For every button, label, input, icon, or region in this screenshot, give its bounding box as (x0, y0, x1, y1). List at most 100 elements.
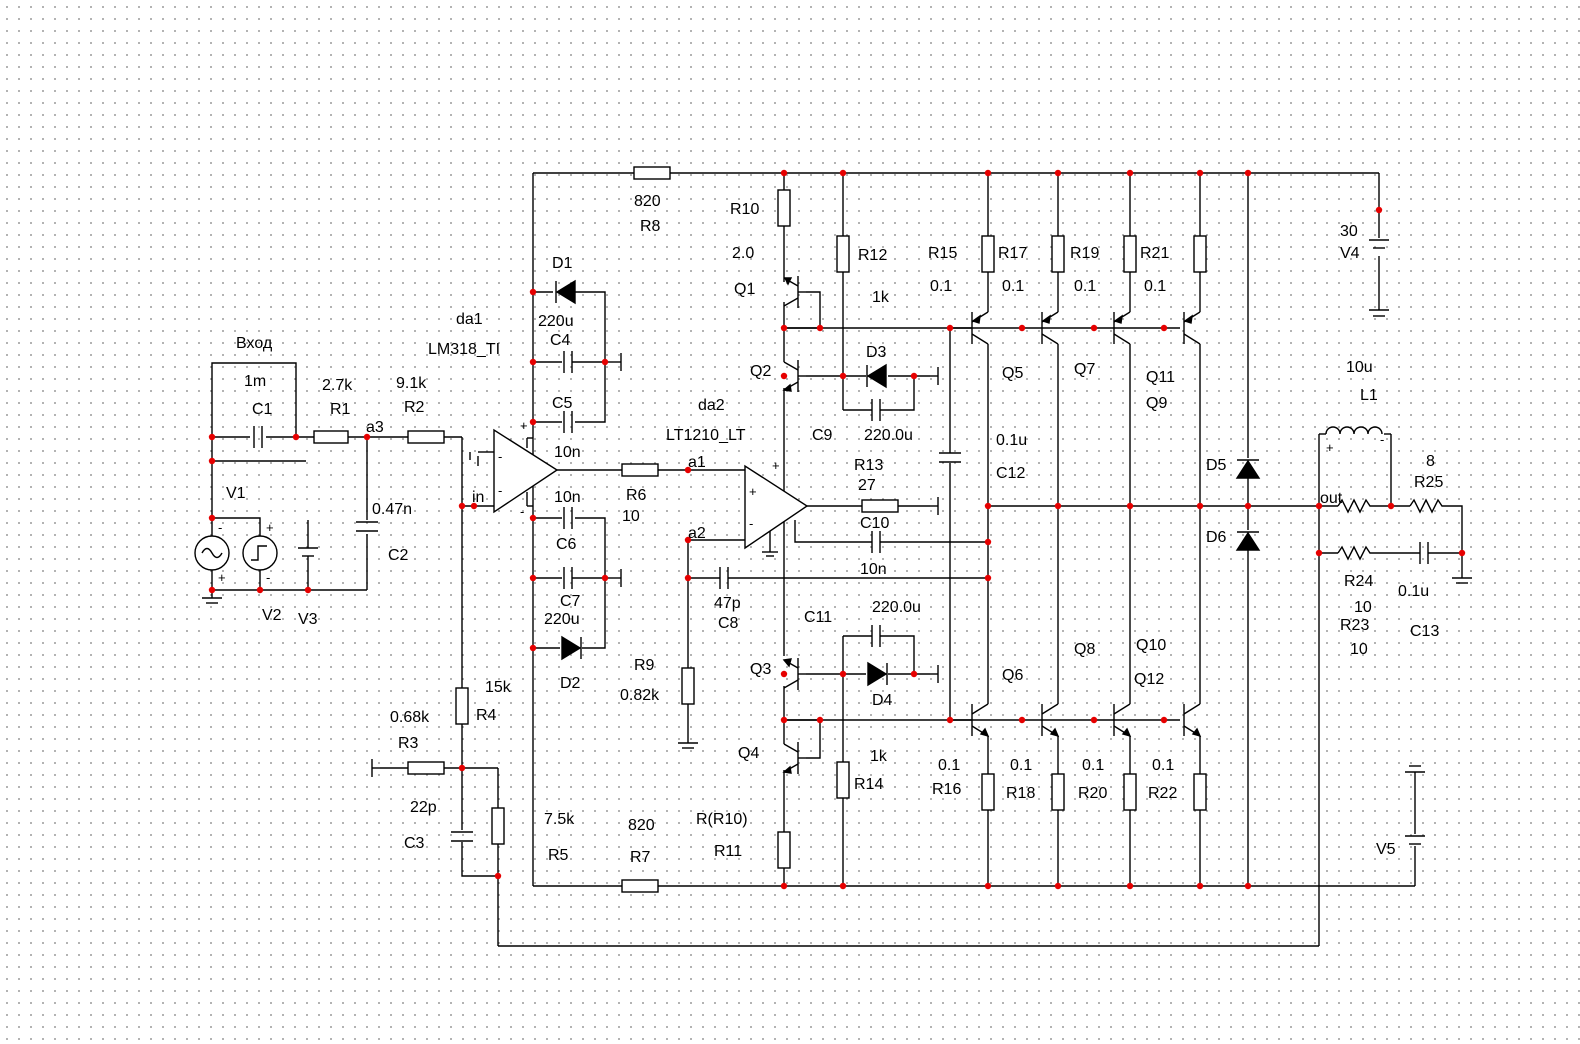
transistor-q11[interactable] (1183, 311, 1201, 345)
junction-node (839, 670, 847, 678)
resistor-r3[interactable] (407, 761, 445, 775)
dc-source-v4-icon[interactable] (1369, 239, 1389, 249)
capacitor-c5[interactable] (563, 411, 573, 433)
transistor-q2[interactable] (782, 360, 806, 392)
capacitor-c4[interactable] (563, 351, 573, 373)
pulse-source-v2-icon[interactable] (242, 535, 278, 571)
ac-source-v1-icon[interactable] (194, 535, 230, 571)
opamp-da2[interactable]: + - (744, 464, 809, 557)
resistor-r15[interactable] (981, 235, 995, 273)
net-out-label: out (1320, 490, 1343, 507)
transistor-q12[interactable] (1183, 703, 1202, 738)
d4-label: D4 (872, 692, 893, 709)
diode-d1[interactable] (555, 279, 576, 305)
c5-value: 10n (554, 444, 581, 461)
resistor-r10[interactable] (777, 189, 791, 227)
capacitor-c7[interactable] (563, 567, 573, 589)
resistor-r20[interactable] (1123, 773, 1137, 811)
wire-network (211, 172, 1463, 947)
q2-label: Q2 (750, 363, 771, 380)
resistor-r13[interactable] (861, 499, 899, 513)
resistor-r14[interactable] (836, 761, 850, 799)
diode-d4[interactable] (867, 661, 888, 687)
diode-d5[interactable] (1235, 459, 1261, 479)
diode-d6[interactable] (1235, 531, 1261, 551)
q5-label: Q5 (1002, 365, 1023, 382)
resistor-r12[interactable] (836, 235, 850, 273)
capacitor-c13[interactable] (1419, 542, 1429, 564)
transistor-q1[interactable] (783, 276, 806, 308)
transistor-q10[interactable] (1113, 703, 1132, 738)
r13-value: 27 (858, 477, 876, 494)
resistor-r18[interactable] (1051, 773, 1065, 811)
r25-value: 8 (1426, 453, 1435, 470)
resistor-r8[interactable] (633, 166, 671, 180)
junction-nodes (208, 169, 1466, 890)
resistor-r19[interactable] (1123, 235, 1137, 273)
r12-label: R12 (858, 247, 887, 264)
svg-text:+: + (218, 570, 226, 585)
diode-d3[interactable] (866, 363, 887, 389)
resistor-r5[interactable] (491, 807, 505, 845)
junction-node (1054, 882, 1062, 890)
transistor-q4[interactable] (782, 742, 806, 774)
q9-label: Q9 (1146, 395, 1167, 412)
inductor-l1[interactable] (1325, 426, 1383, 435)
junction-node (208, 457, 216, 465)
junction-node (1160, 716, 1168, 724)
resistor-r22[interactable] (1193, 773, 1207, 811)
resistor-r25[interactable] (1409, 498, 1446, 514)
resistor-r17[interactable] (1051, 235, 1065, 273)
resistor-r11[interactable] (777, 831, 791, 869)
junction-node (601, 574, 609, 582)
capacitor-c9[interactable] (871, 399, 881, 421)
r25-label: R25 (1414, 474, 1443, 491)
capacitor-c3[interactable] (451, 831, 473, 842)
transistor-q3[interactable] (782, 658, 806, 690)
transistor-q7[interactable] (1041, 311, 1059, 345)
ground-icon (929, 366, 939, 386)
resistor-r6[interactable] (621, 463, 659, 477)
diode-d2[interactable] (561, 635, 582, 661)
junction-node (529, 418, 537, 426)
capacitor-c12[interactable] (939, 452, 961, 463)
ground-icon (677, 734, 699, 749)
transistor-q8[interactable] (1041, 703, 1060, 738)
dc-source-v5-icon[interactable] (1405, 765, 1425, 845)
junction-node (458, 502, 466, 510)
capacitor-c11[interactable] (871, 625, 881, 647)
resistor-r7[interactable] (621, 879, 659, 893)
r22-label: R22 (1148, 785, 1177, 802)
da2-model: LT1210_LT (666, 427, 746, 444)
resistor-r16[interactable] (981, 773, 995, 811)
opamp-da1[interactable]: - - (469, 428, 559, 514)
junction-node (529, 514, 537, 522)
capacitor-c2[interactable] (356, 521, 378, 532)
capacitor-c6[interactable] (563, 507, 573, 529)
junction-node (1315, 549, 1323, 557)
junction-node (1244, 169, 1252, 177)
transistor-q9[interactable] (1113, 311, 1131, 345)
net-in-label: in (472, 489, 484, 506)
r10-label: R10 (730, 201, 759, 218)
capacitor-c10[interactable] (871, 531, 881, 553)
r7-label: R7 (630, 849, 651, 866)
r10-value: 2.0 (732, 245, 754, 262)
dc-source-v3-icon[interactable] (298, 547, 318, 557)
resistor-r23[interactable] (1337, 498, 1374, 514)
capacitor-c1[interactable] (253, 426, 263, 448)
resistor-r21[interactable] (1193, 235, 1207, 273)
resistor-r2[interactable] (407, 430, 445, 444)
junction-node (470, 502, 478, 510)
transistor-q5[interactable] (971, 311, 989, 345)
resistor-r9[interactable] (681, 667, 695, 705)
r19-label: R19 (1070, 245, 1099, 262)
resistor-r4[interactable] (455, 687, 469, 725)
net-a3-label: a3 (366, 419, 384, 436)
q11-label: Q11 (1146, 369, 1175, 386)
svg-text:+: + (749, 484, 757, 499)
resistor-r1[interactable] (313, 430, 349, 444)
capacitor-c8[interactable] (719, 567, 729, 589)
resistor-r24[interactable] (1337, 545, 1374, 561)
